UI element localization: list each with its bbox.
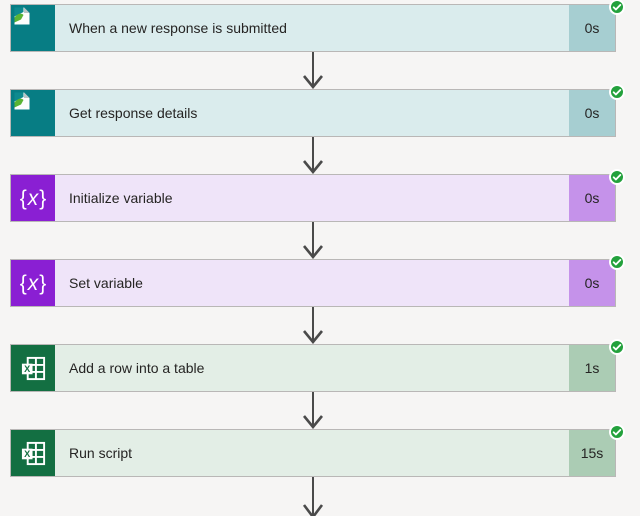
variable-icon: {x} — [11, 260, 55, 306]
arrow-down-icon — [0, 52, 640, 89]
step-title: When a new response is submitted — [69, 20, 287, 36]
arrow-down-icon — [0, 392, 640, 429]
arrow-down-icon — [0, 307, 640, 344]
flow-step-card-add-a-row-into-a-table[interactable]: X Add a row into a table 1s — [10, 339, 625, 392]
status-check-icon — [609, 339, 625, 355]
svg-text:X: X — [24, 448, 31, 458]
arrow-down-icon — [0, 477, 640, 516]
status-check-icon — [609, 169, 625, 185]
flow-step-card-run-script[interactable]: X Run script 15s — [10, 424, 625, 477]
flow-step-card-get-response-details[interactable]: Get response details 0s — [10, 84, 625, 137]
flow-step-card-initialize-variable[interactable]: {x} Initialize variable 0s — [10, 169, 625, 222]
variable-icon: {x} — [11, 175, 55, 221]
step-duration: 0s — [569, 260, 615, 306]
excel-icon: X — [11, 345, 55, 391]
flow-step-card-when-a-new-response-is-submitted[interactable]: When a new response is submitted 0s — [10, 0, 625, 52]
arrow-down-icon — [0, 137, 640, 174]
step-title: Run script — [69, 445, 133, 461]
step-duration: 1s — [569, 345, 615, 391]
step-title: Initialize variable — [69, 190, 173, 206]
svg-text:X: X — [24, 363, 31, 373]
excel-icon: X — [11, 430, 55, 476]
forms-icon — [11, 90, 55, 136]
step-title: Add a row into a table — [69, 360, 205, 376]
step-duration: 15s — [569, 430, 615, 476]
step-title: Get response details — [69, 105, 198, 121]
status-check-icon — [609, 254, 625, 270]
forms-icon — [11, 5, 55, 51]
arrow-down-icon — [0, 222, 640, 259]
status-check-icon — [609, 84, 625, 100]
step-duration: 0s — [569, 5, 615, 51]
step-duration: 0s — [569, 90, 615, 136]
flow-step-card-set-variable[interactable]: {x} Set variable 0s — [10, 254, 625, 307]
status-check-icon — [609, 424, 625, 440]
status-check-icon — [609, 0, 625, 15]
step-title: Set variable — [69, 275, 143, 291]
step-duration: 0s — [569, 175, 615, 221]
